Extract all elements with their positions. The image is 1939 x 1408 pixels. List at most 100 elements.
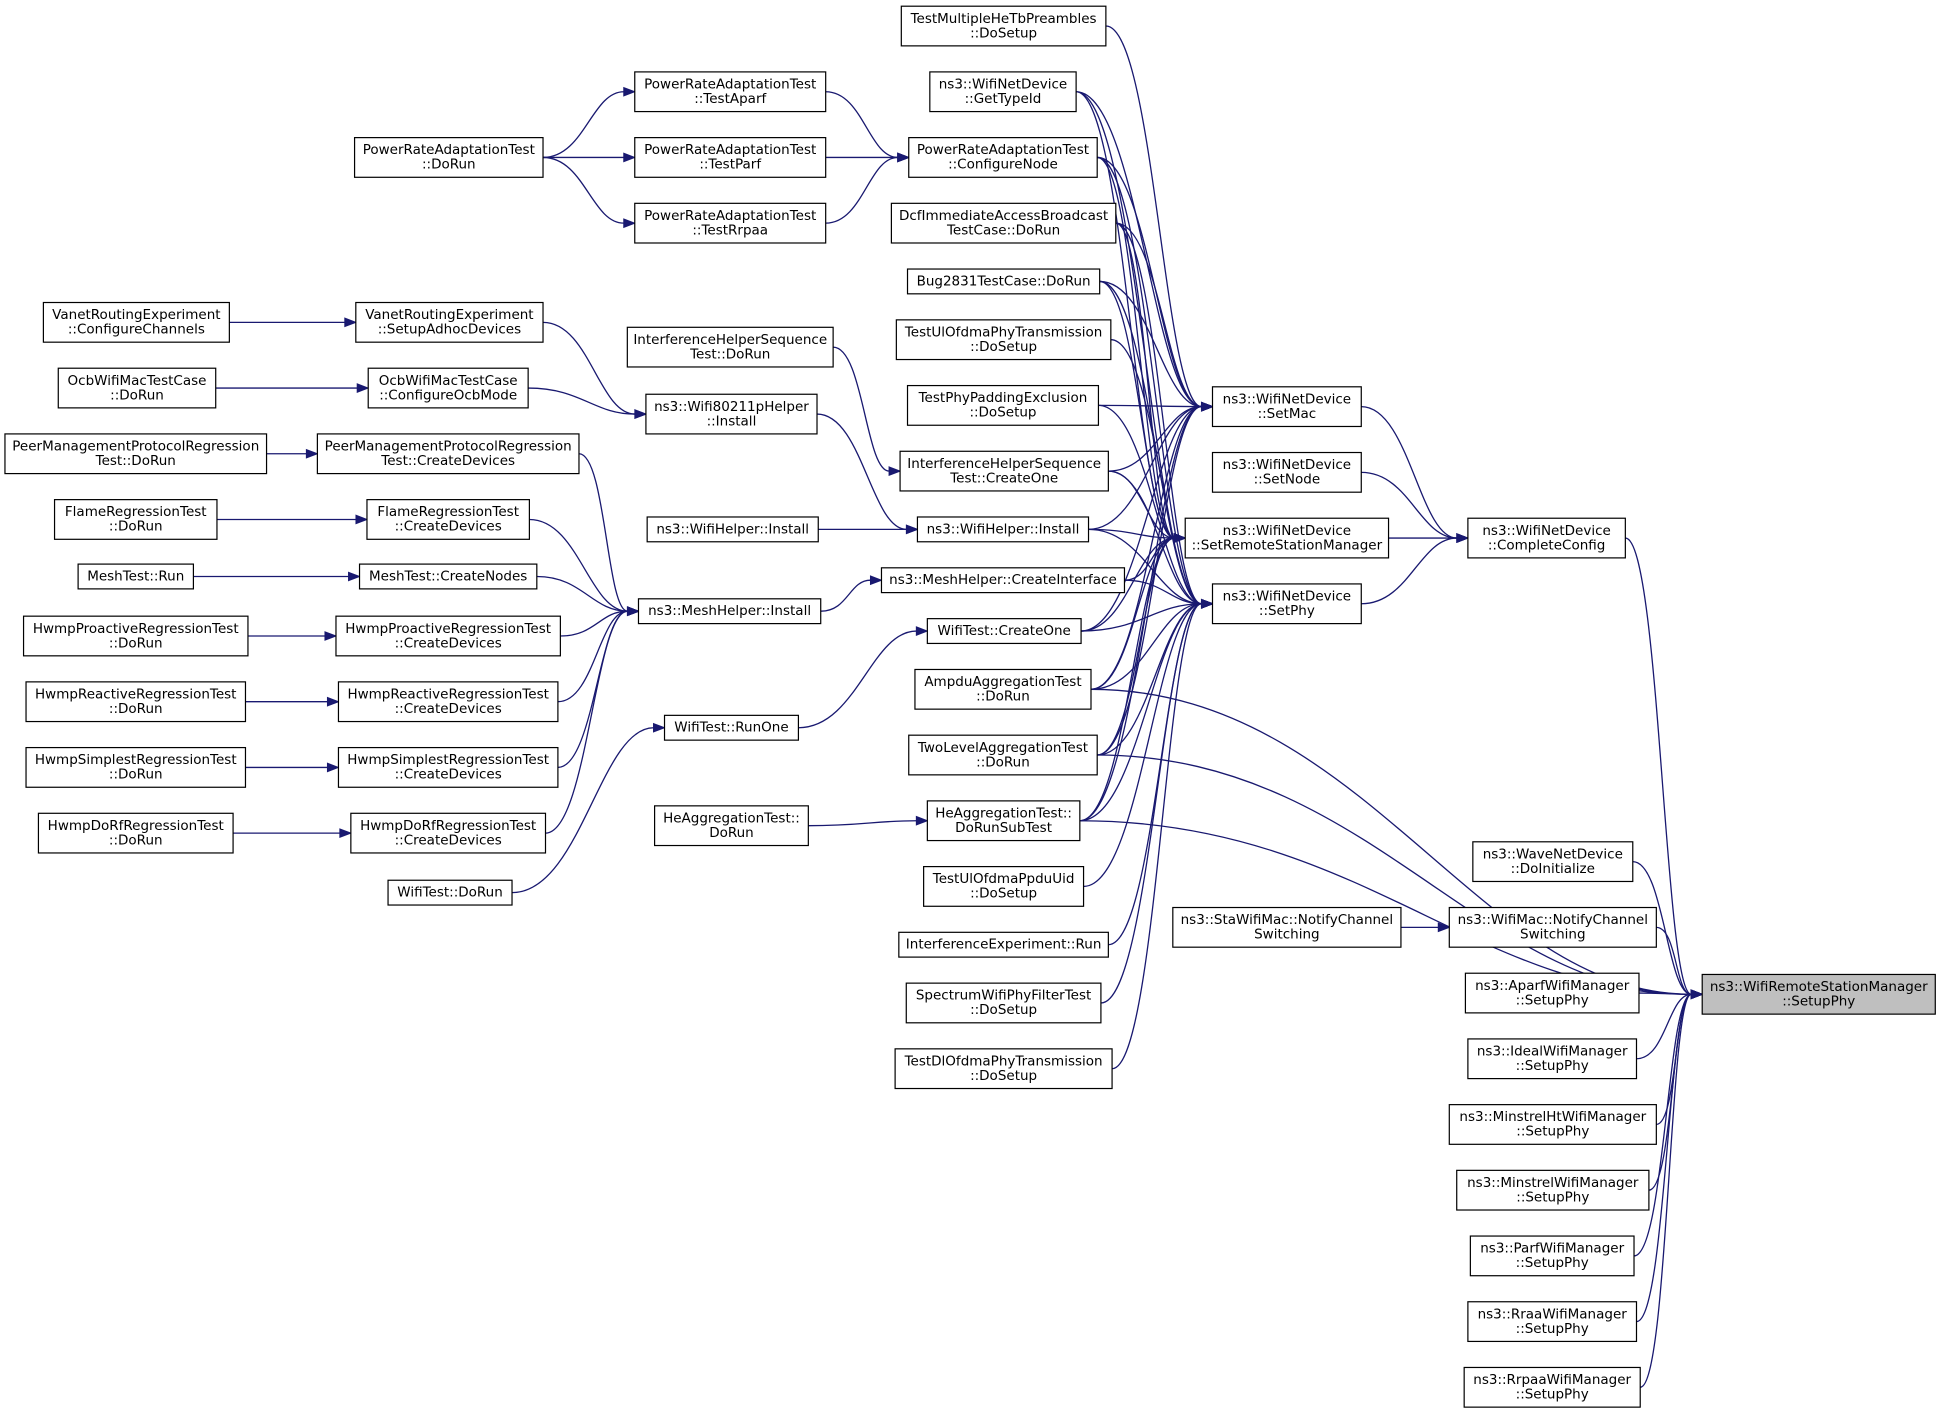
node-label: DoRunSubTest [955,820,1052,836]
node-test-dl-ofdma[interactable]: TestDlOfdmaPhyTransmission::DoSetup [894,1048,1113,1090]
node-hp-do-run[interactable]: HwmpProactiveRegressionTest::DoRun [22,615,249,657]
node-label: ::TestParf [699,157,762,173]
node-wave-do-init[interactable]: ns3::WaveNetDevice::DoInitialize [1472,841,1634,883]
edge-hs-do-run-to-hs-create [245,762,340,773]
node-spectrum-filter[interactable]: SpectrumWifiPhyFilterTest::DoSetup [905,982,1102,1024]
node-label: TestUlOfdmaPpduUid [932,871,1075,887]
node-hd-create[interactable]: HwmpDoRfRegressionTest::CreateDevices [350,812,547,854]
edge-hd-create-to-mesh-install [545,606,640,834]
node-ocb-do-run[interactable]: OcbWifiMacTestCase::DoRun [57,367,217,409]
node-pra-test-parf[interactable]: PowerRateAdaptationTest::TestParf [634,137,827,178]
node-label: ::Install [707,413,757,429]
node-aparf[interactable]: ns3::AparfWifiManager::SetupPhy [1464,972,1640,1014]
node-get-type-id[interactable]: ns3::WifiNetDevice::GetTypeId [929,71,1077,113]
node-minstrel-ht[interactable]: ns3::MinstrelHtWifiManager::SetupPhy [1448,1104,1657,1145]
node-mesh-install[interactable]: ns3::MeshHelper::Install [637,598,822,625]
node-test-ul-ofdma-tx[interactable]: TestUlOfdmaPhyTransmission::DoSetup [895,319,1112,361]
node-pra-test-rrpaa[interactable]: PowerRateAdaptationTest::TestRrpaa [634,202,827,244]
node-pra-configure-node[interactable]: PowerRateAdaptationTest::ConfigureNode [908,137,1098,178]
node-vre-setup-adhoc[interactable]: VanetRoutingExperiment::SetupAdhocDevice… [355,301,544,343]
node-test-multiple-he-tb[interactable]: TestMultipleHeTbPreambles::DoSetup [900,5,1107,47]
node-pmpr-create[interactable]: PeerManagementProtocolRegressionTest::Cr… [316,433,580,475]
node-box [1464,972,1640,1014]
node-label: ::DoSetup [970,886,1037,902]
node-box [37,812,234,854]
edge-pra-do-run-to-pra-test-aparf [543,86,637,159]
node-wifi-helper-install1[interactable]: ns3::WifiHelper::Install [646,516,819,543]
node-ihs-create-one[interactable]: InterferenceHelperSequenceTest::CreateOn… [899,450,1109,492]
node-label: ns3::Wifi80211pHelper [654,399,809,415]
node-label: HwmpDoRfRegressionTest [48,818,224,834]
node-label: ::SetupPhy [1516,1124,1589,1140]
node-bug2831[interactable]: Bug2831TestCase::DoRun [906,268,1101,295]
node-he-agg-sub[interactable]: HeAggregationTest::DoRunSubTest [926,800,1081,842]
node-box [906,384,1100,426]
node-focus[interactable]: ns3::WifiRemoteStationManager::SetupPhy [1701,973,1936,1015]
node-wifi-test-run-one[interactable]: WifiTest::RunOne [663,714,800,741]
node-flame-create[interactable]: FlameRegressionTest::CreateDevices [366,499,530,540]
node-label: ::DoRun [109,832,163,848]
node-pra-test-aparf[interactable]: PowerRateAdaptationTest::TestAparf [634,71,827,113]
node-hs-create[interactable]: HwmpSimplestRegressionTest::CreateDevice… [337,746,559,788]
node-label: TestMultipleHeTbPreambles [910,11,1097,27]
node-wifi-test-create-one[interactable]: WifiTest::CreateOne [926,618,1082,645]
node-rraa[interactable]: ns3::RraaWifiManager::SetupPhy [1467,1301,1638,1343]
node-label: Switching [1520,927,1586,943]
node-hp-create[interactable]: HwmpProactiveRegressionTest::CreateDevic… [335,615,561,657]
node-label: ::DoInitialize [1511,861,1595,877]
node-label: ns3::WifiMac::NotifyChannel [1458,912,1648,928]
node-pra-do-run[interactable]: PowerRateAdaptationTest::DoRun [353,137,544,178]
node-ocb-configure[interactable]: OcbWifiMacTestCase::ConfigureOcbMode [367,367,529,409]
node-interference-exp[interactable]: InterferenceExperiment::Run [898,931,1109,958]
edge-pmpr-do-run-to-pmpr-create [266,448,319,459]
node-he-agg-do-run[interactable]: HeAggregationTest::DoRun [653,805,809,847]
edge-rraa-to-focus [1636,989,1704,1323]
node-label: ::SetNode [1254,472,1321,488]
node-hd-do-run[interactable]: HwmpDoRfRegressionTest::DoRun [37,812,234,854]
node-box [25,746,247,788]
node-pmpr-do-run[interactable]: PeerManagementProtocolRegressionTest::Do… [4,433,268,475]
node-hr-do-run[interactable]: HwmpReactiveRegressionTest::DoRun [25,681,247,723]
node-two-level-agg[interactable]: TwoLevelAggregationTest::DoRun [908,734,1098,776]
edges [193,25,1704,1388]
node-dcf-immediate[interactable]: DcfImmediateAccessBroadcastTestCase::DoR… [890,202,1117,244]
node-label: ns3::RraaWifiManager [1478,1306,1628,1322]
node-mesh-create-nodes[interactable]: MeshTest::CreateNodes [358,563,538,590]
node-ampdu-agg[interactable]: AmpduAggregationTest::DoRun [914,668,1092,710]
node-hs-do-run[interactable]: HwmpSimplestRegressionTest::DoRun [25,746,247,788]
node-label: DoRun [709,825,754,841]
node-set-rsm[interactable]: ns3::WifiNetDevice::SetRemoteStationMana… [1184,517,1390,559]
node-set-mac[interactable]: ns3::WifiNetDevice::SetMac [1211,386,1362,428]
node-label: HwmpProactiveRegressionTest [33,621,239,637]
node-mesh-create-interface[interactable]: ns3::MeshHelper::CreateInterface [880,567,1126,594]
node-wifi-test-do-run[interactable]: WifiTest::DoRun [387,879,513,906]
node-box [914,668,1092,710]
node-mesh-run[interactable]: MeshTest::Run [77,563,195,590]
node-test-ul-ofdma-ppdu[interactable]: TestUlOfdmaPpduUid::DoSetup [923,865,1085,907]
node-minstrel[interactable]: ns3::MinstrelWifiManager::SetupPhy [1456,1169,1650,1211]
node-label: AmpduAggregationTest [924,674,1081,690]
edge-he-agg-do-run-to-he-agg-sub [808,815,929,827]
node-set-node[interactable]: ns3::WifiNetDevice::SetNode [1211,451,1362,493]
node-hr-create[interactable]: HwmpReactiveRegressionTest::CreateDevice… [337,681,559,723]
node-rrpaa[interactable]: ns3::RrpaaWifiManager::SetupPhy [1463,1366,1641,1408]
node-test-phy-padding[interactable]: TestPhyPaddingExclusion::DoSetup [906,384,1100,426]
node-box [895,319,1112,361]
edge-set-phy-to-complete-config [1361,533,1470,605]
node-wifi-helper-install2[interactable]: ns3::WifiHelper::Install [916,516,1090,543]
node-vre-config-channels[interactable]: VanetRoutingExperiment::ConfigureChannel… [42,301,230,343]
node-flame-do-run[interactable]: FlameRegressionTest::DoRun [53,499,218,540]
node-parf[interactable]: ns3::ParfWifiManager::SetupPhy [1469,1235,1635,1277]
node-wifi80211p[interactable]: ns3::Wifi80211pHelper::Install [645,393,818,435]
node-box [1211,583,1362,625]
node-label: ::CreateDevices [395,635,502,651]
node-ideal[interactable]: ns3::IdealWifiManager::SetupPhy [1467,1038,1638,1080]
node-set-phy[interactable]: ns3::WifiNetDevice::SetPhy [1211,583,1362,625]
node-label: ::SetupPhy [1782,994,1855,1010]
node-label: VanetRoutingExperiment [52,307,220,323]
node-complete-config[interactable]: ns3::WifiNetDevice::CompleteConfig [1467,517,1626,559]
